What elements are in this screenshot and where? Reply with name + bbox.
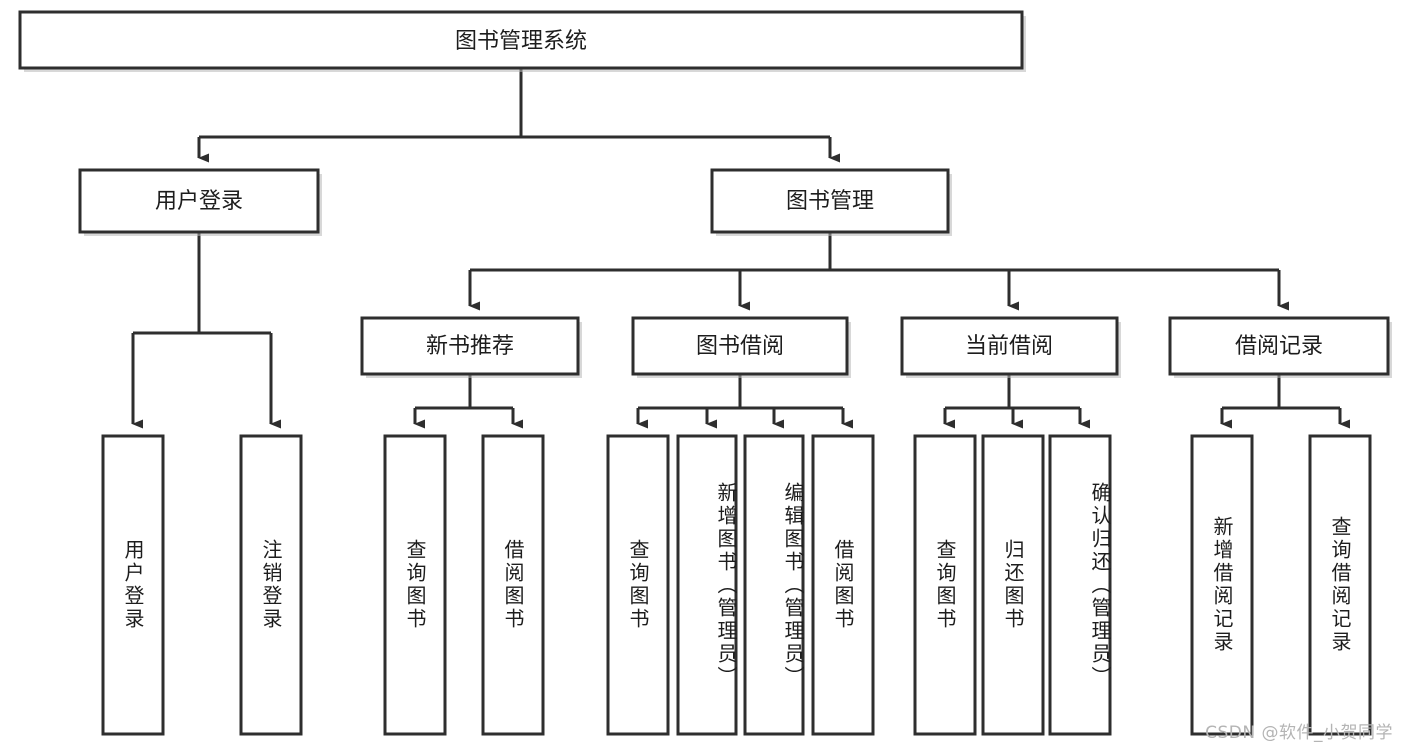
node-borrow-record-box[interactable] <box>1168 316 1390 376</box>
node-book-borrow-label: 图书借阅 <box>696 334 784 359</box>
node-user-login-box[interactable] <box>78 168 320 234</box>
node-book-management-box[interactable] <box>710 168 950 234</box>
leaf-box-confirm-return-admin[interactable] <box>1048 434 1112 736</box>
node-new-book-recommend[interactable]: 新书推荐 <box>360 316 582 378</box>
leaf-box-query-book-current[interactable] <box>913 434 977 736</box>
leaf-box-borrow-book[interactable] <box>811 434 875 736</box>
connector-layer <box>131 68 1350 429</box>
node-root[interactable]: 图书管理系统 <box>18 10 1026 72</box>
leaf-box-edit-book-admin[interactable] <box>743 434 805 736</box>
leaf-box-user-login[interactable] <box>101 434 165 736</box>
node-book-borrow[interactable]: 图书借阅 <box>631 316 851 378</box>
leaf-box-query-book-new[interactable] <box>383 434 447 736</box>
node-borrow-record-label: 借阅记录 <box>1235 334 1323 359</box>
node-book-borrow-box[interactable] <box>631 316 849 376</box>
leaf-box-borrow-book-new[interactable] <box>481 434 545 736</box>
leaf-box-return-book[interactable] <box>981 434 1045 736</box>
node-current-borrow-box[interactable] <box>900 316 1119 376</box>
node-new-book-recommend-box[interactable] <box>360 316 580 376</box>
node-user-login[interactable]: 用户登录 <box>78 168 322 236</box>
node-borrow-record[interactable]: 借阅记录 <box>1168 316 1392 378</box>
node-current-borrow-label: 当前借阅 <box>965 334 1053 359</box>
node-root-box[interactable] <box>18 10 1024 70</box>
leaf-box-add-borrow-record[interactable] <box>1190 434 1254 736</box>
leaf-box-layer <box>101 434 1372 736</box>
node-user-login-label: 用户登录 <box>155 189 243 214</box>
leaf-box-logout-login[interactable] <box>239 434 303 736</box>
watermark: CSDN @软件_小贺同学 <box>1205 723 1393 743</box>
node-book-management[interactable]: 图书管理 <box>710 168 952 236</box>
leaf-box-query-borrow-record[interactable] <box>1308 434 1372 736</box>
node-root-label: 图书管理系统 <box>455 29 587 54</box>
node-book-management-label: 图书管理 <box>786 189 874 214</box>
node-new-book-recommend-label: 新书推荐 <box>426 334 514 359</box>
node-current-borrow[interactable]: 当前借阅 <box>900 316 1121 378</box>
leaf-box-query-book-borrow[interactable] <box>606 434 670 736</box>
leaf-box-add-book-admin[interactable] <box>676 434 738 736</box>
